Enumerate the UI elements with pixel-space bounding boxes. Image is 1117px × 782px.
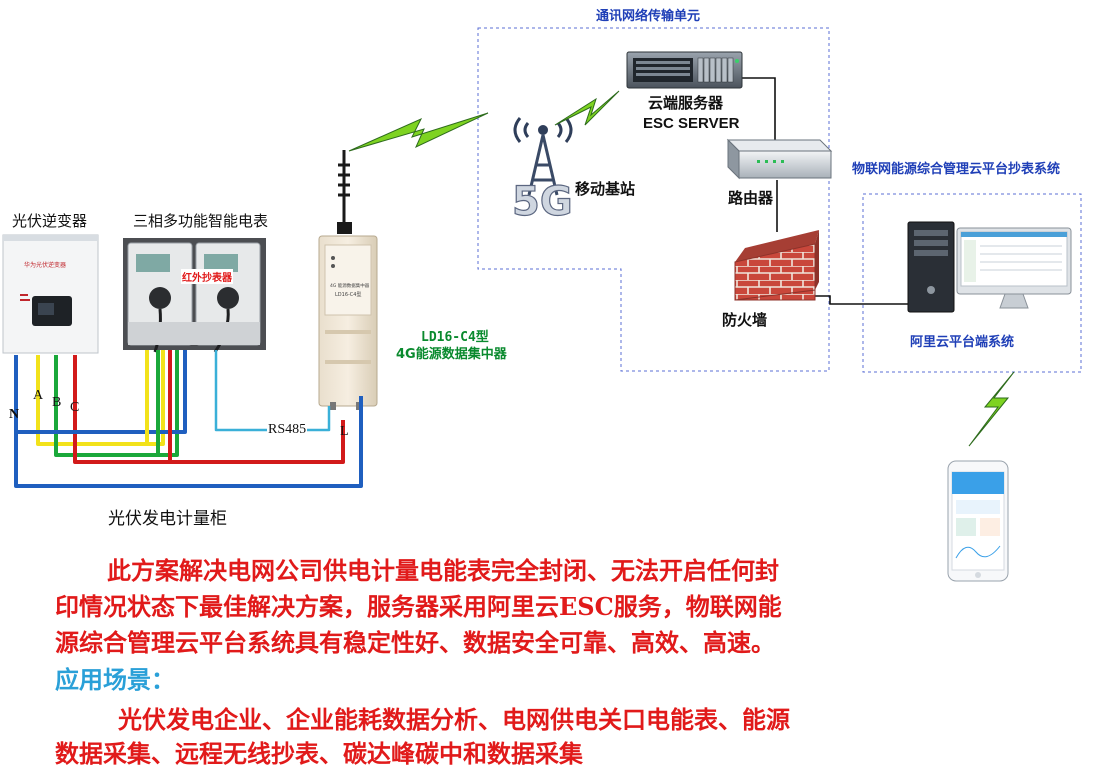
concentrator-device-icon <box>318 150 378 410</box>
aliyun-label: 阿里云平台端系统 <box>910 335 1015 350</box>
mobile-base-label: 移动基站 <box>575 180 636 198</box>
power-wiring <box>14 350 363 488</box>
wireless-signal-icons <box>348 90 1015 447</box>
rs485-label: RS485 <box>267 422 308 438</box>
cloud-server-icon <box>626 51 743 89</box>
firewall-label: 防火墙 <box>722 311 768 329</box>
description-line-1: 此方案解决电网公司供电计量电能表完全封闭、无法开启任何封 <box>107 556 779 585</box>
inverter-brand-label: 华为光伏逆变器 <box>24 261 66 269</box>
device-text-1: 4G 能源数据集中器 <box>330 282 370 289</box>
cloud-server-label: 云端服务器 <box>648 94 724 112</box>
wire-c-label: C <box>70 400 80 415</box>
application-scene-line-2: 数据采集、远程无线抄表、碳达峰碳中和数据采集 <box>55 739 583 768</box>
smartphone-icon <box>947 460 1009 582</box>
application-scene-title: 应用场景： <box>55 665 175 694</box>
wire-n-label: N <box>9 407 20 422</box>
wire-b-label: B <box>52 395 62 410</box>
meter-label: 三相多功能智能电表 <box>133 212 269 230</box>
concentrator-model-label: LD16-C4型 <box>421 330 489 345</box>
network-unit-border <box>477 27 830 372</box>
aliyun-computer-icon <box>907 221 1072 313</box>
network-unit-title: 通讯网络传输单元 <box>596 9 701 24</box>
aliyun-border <box>862 193 1082 373</box>
description-line-3: 源综合管理云平台系统具有稳定性好、数据安全可靠、高效、高速。 <box>55 628 775 657</box>
router-label: 路由器 <box>728 189 774 207</box>
wire-a-label: A <box>33 388 44 403</box>
fiveg-label: 5G <box>512 179 573 225</box>
smart-meter-icon <box>123 238 266 353</box>
esc-server-label: ESC SERVER <box>643 115 740 132</box>
ir-reader-label: 红外抄表器 <box>181 269 233 284</box>
iot-platform-title: 物联网能源综合管理云平台抄表系统 <box>852 162 1061 177</box>
5g-base-station-icon <box>513 117 573 196</box>
router-icon <box>726 138 833 180</box>
description-line-2: 印情况状态下最佳解决方案，服务器采用阿里云ESC服务，物联网能 <box>55 592 782 621</box>
firewall-icon <box>734 230 819 301</box>
inverter-label: 光伏逆变器 <box>12 212 88 230</box>
inverter-icon <box>2 234 99 354</box>
concentrator-name-label: 4G能源数据集中器 <box>396 347 507 362</box>
device-text-2: LD16-C4型 <box>335 291 361 298</box>
cabinet-label: 光伏发电计量柜 <box>108 509 227 529</box>
application-scene-line-1: 光伏发电企业、企业能耗数据分析、电网供电关口电能表、能源 <box>118 705 790 734</box>
wire-l-label: L <box>340 424 349 439</box>
